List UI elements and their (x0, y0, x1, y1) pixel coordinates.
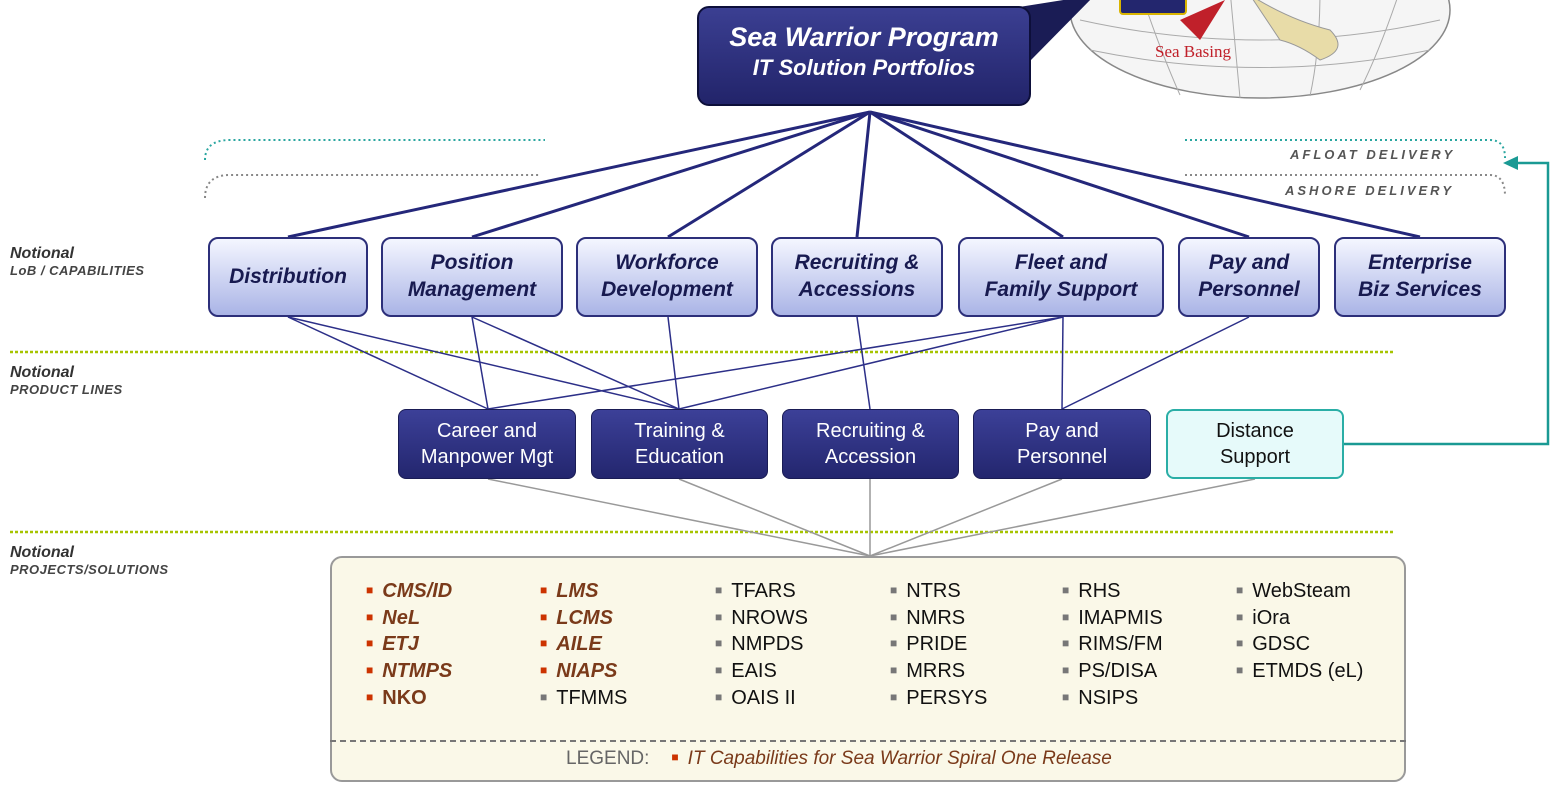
list-item: ■LCMS (540, 606, 613, 629)
side-label-projects: Notional PROJECTS/SOLUTIONS (10, 544, 169, 577)
side-label-line1: Notional (10, 364, 74, 381)
globe-badge (1119, 0, 1187, 15)
afloat-delivery-label: AFLOAT DELIVERY (1290, 147, 1456, 162)
list-item: ■PRIDE (890, 633, 968, 656)
capability-line1: Position (430, 251, 514, 275)
legend-label: LEGEND: (566, 748, 650, 769)
product-line-line1: Career and (436, 420, 538, 442)
projects-column-2: ■LMS ■LCMS ■AILE ■NIAPS ■TFMMS (540, 578, 627, 712)
program-title: Sea Warrior Program (729, 22, 999, 52)
list-item: ■CMS/ID (366, 580, 453, 602)
list-item: ■GDSC (1236, 633, 1311, 656)
legend-separator (330, 740, 1406, 742)
list-item: ■NIAPS (540, 660, 618, 683)
product-line-line2: Education (635, 446, 724, 468)
projects-column-4: ■NTRS ■NMRS ■PRIDE ■MRRS ■PERSYS (890, 578, 987, 712)
list-item: ■RIMS/FM (1062, 633, 1163, 656)
projects-column-6: ■WebSteam ■iOra ■GDSC ■ETMDS (eL) (1236, 578, 1363, 685)
ashore-delivery-label: ASHORE DELIVERY (1285, 183, 1455, 198)
projects-column-1: ■CMS/ID ■NeL ■ETJ ■NTMPS ■NKO (366, 578, 452, 712)
capability-line2: Accessions (798, 278, 916, 301)
projects-column-3: ■TFARS ■NROWS ■NMPDS ■EAIS ■OAIS II (715, 578, 808, 712)
product-line-training-education: Training & Education (591, 409, 768, 479)
list-item: ■NMPDS (715, 633, 804, 656)
capability-line1: Enterprise (1368, 251, 1472, 275)
list-item: ■NTMPS (366, 660, 453, 683)
globe-label: Sea Basing (1155, 42, 1232, 61)
list-item: ■NeL (366, 606, 421, 629)
capability-line2: Biz Services (1358, 278, 1482, 301)
list-item: ■MRRS (890, 660, 966, 683)
list-item: ■iOra (1236, 606, 1291, 629)
list-item: ■NKO (366, 686, 427, 709)
legend: LEGEND: ■ IT Capabilities for Sea Warrior … (566, 748, 1112, 770)
list-item: ■ETMDS (eL) (1236, 660, 1364, 683)
capability-line2: Family Support (984, 278, 1138, 301)
side-label-line1: Notional (10, 544, 74, 561)
list-item: ■PERSYS (890, 686, 988, 709)
product-line-line2: Personnel (1016, 446, 1108, 468)
globe-icon (1069, 0, 1451, 99)
legend-bullet-icon: ■ (671, 750, 679, 764)
product-line-line2: Accession (824, 446, 917, 468)
list-item: ■IMAPMIS (1062, 606, 1163, 629)
product-line-line2: Support (1219, 446, 1291, 468)
list-item: ■RHS (1062, 580, 1121, 602)
product-line-line1: Pay and (1025, 420, 1099, 442)
side-label-line2: LoB / CAPABILITIES (10, 263, 145, 278)
capability-line1: Pay and (1208, 251, 1290, 275)
legend-text: IT Capabilities for Sea Warrior Spiral O… (687, 748, 1112, 769)
list-item: ■PS/DISA (1062, 660, 1158, 683)
product-line-line1: Recruiting & (816, 420, 925, 442)
side-label-line2: PROJECTS/SOLUTIONS (10, 562, 169, 577)
list-item: ■OAIS II (715, 686, 796, 709)
list-item: ■TFMMS (540, 686, 628, 709)
side-label-line2: PRODUCT LINES (10, 382, 123, 397)
list-item: ■NTRS (890, 580, 961, 602)
capability-line1: Fleet and (1014, 251, 1108, 275)
projects-box (330, 556, 1406, 782)
capability-line2: Development (601, 278, 733, 301)
product-line-line2: Manpower Mgt (420, 446, 554, 468)
list-item: ■WebSteam (1236, 580, 1351, 602)
capability-distribution: Distribution (208, 237, 368, 317)
list-item: ■LMS (540, 580, 599, 602)
list-item: ■TFARS (715, 580, 796, 602)
capability-line1: Distribution (229, 264, 347, 288)
list-item: ■NROWS (715, 606, 808, 629)
projects-column-5: ■RHS ■IMAPMIS ■RIMS/FM ■PS/DISA ■NSIPS (1062, 578, 1163, 712)
list-item: ■ETJ (366, 633, 419, 656)
program-subtitle: IT Solution Portfolios (752, 55, 976, 80)
capability-line1: Recruiting & (794, 251, 920, 275)
list-item: ■AILE (540, 633, 602, 656)
capability-line2: Management (407, 278, 537, 301)
product-line-line1: Training & (634, 420, 725, 442)
side-label-product-lines: Notional PRODUCT LINES (10, 364, 123, 397)
list-item: ■NMRS (890, 606, 966, 629)
list-item: ■EAIS (715, 660, 777, 683)
product-line-line1: Distance (1216, 420, 1294, 442)
capability-line1: Workforce (615, 251, 719, 275)
capability-recruiting-accessions: Recruiting & Accessions (771, 237, 943, 317)
side-label-capabilities: Notional LoB / CAPABILITIES (10, 245, 144, 278)
capability-line2: Personnel (1198, 278, 1300, 301)
program-title-box: Sea Warrior Program IT Solution Portfoli… (697, 6, 1031, 106)
product-line-recruiting-accession: Recruiting & Accession (782, 409, 959, 479)
list-item: ■NSIPS (1062, 686, 1139, 709)
side-label-line1: Notional (10, 245, 74, 262)
